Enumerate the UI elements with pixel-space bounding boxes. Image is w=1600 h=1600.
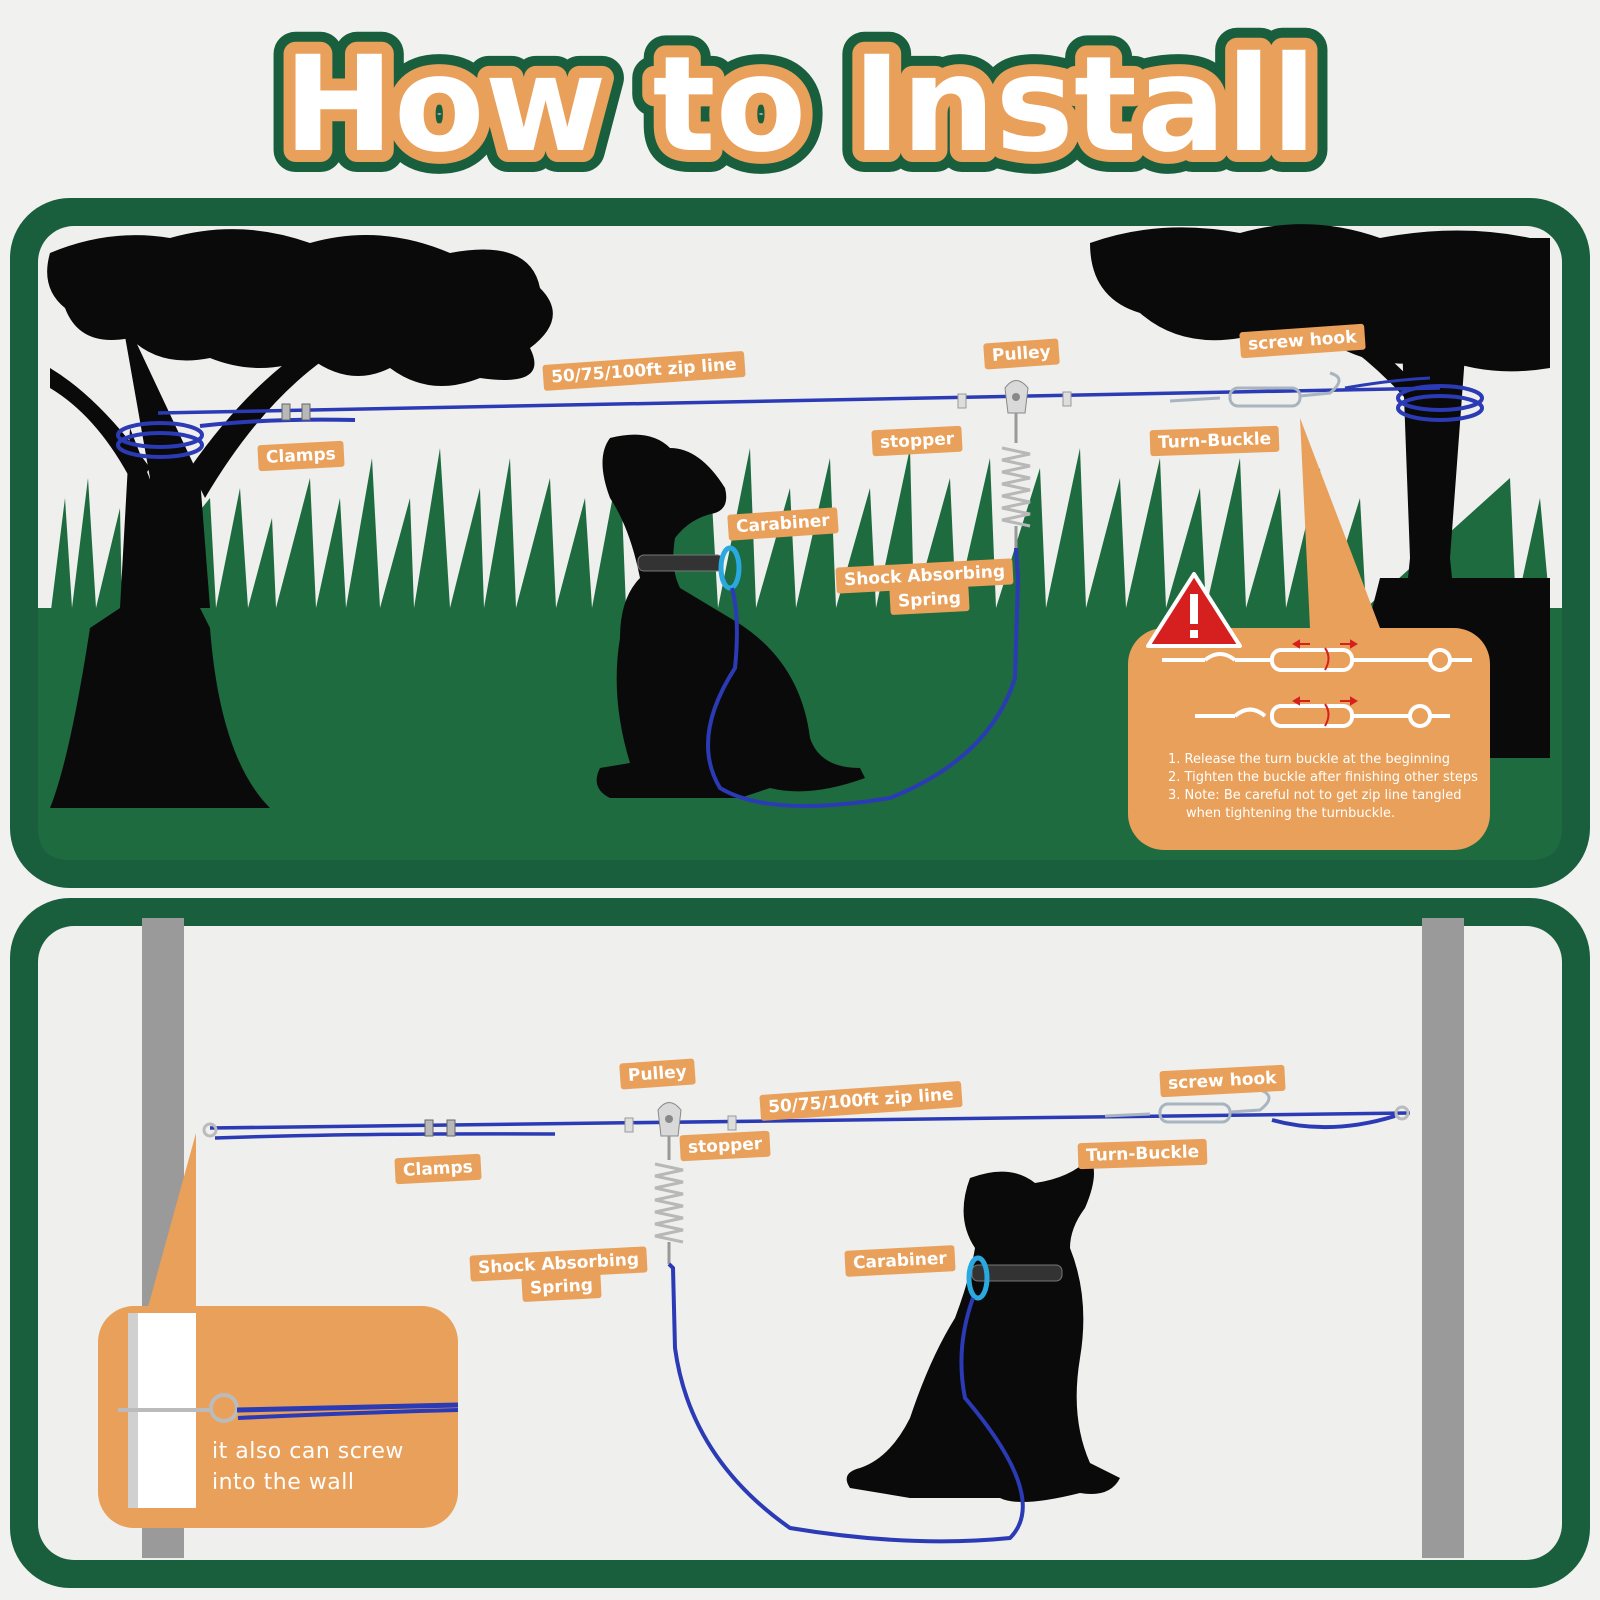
pulley-part (1004, 380, 1029, 414)
grass-blades (50, 448, 1550, 618)
wall-note-line1: it also can screw (212, 1439, 404, 1464)
right-post (1422, 918, 1464, 1558)
turn-buckle-part (1169, 371, 1484, 422)
warning-icon (1146, 572, 1242, 648)
tree-install-scene (38, 224, 1562, 860)
left-eye-hook (202, 1122, 218, 1138)
dog-leash (667, 1262, 1025, 1544)
stopper-left (957, 393, 967, 409)
label-turn-buckle: Turn-Buckle (1077, 1138, 1208, 1170)
dog-collar (637, 554, 724, 572)
shock-spring (1001, 413, 1031, 548)
callout-pointer (145, 1133, 196, 1318)
wall-install-panel: Pulley 50/75/100ft zip line screw hook C… (10, 898, 1590, 1588)
title-banner: How to Install How to Install How to Ins… (0, 10, 1600, 195)
note-line-4: when tightening the turnbuckle. (1186, 806, 1396, 821)
stopper-right (1062, 391, 1072, 407)
note-line-1: 1. Release the turn buckle at the beginn… (1168, 752, 1451, 767)
label-pulley: Pulley (619, 1058, 696, 1090)
label-shock-line2: Spring (521, 1271, 602, 1303)
dog-silhouette (596, 434, 865, 798)
page-title-outline: How to Install (283, 28, 1316, 182)
callout-pointer (1300, 418, 1380, 628)
turnbuckle-tighten-diagram (1195, 704, 1450, 728)
label-clamps: Clamps (394, 1153, 482, 1185)
carabiner-part (966, 1255, 990, 1301)
stopper-right (727, 1115, 737, 1131)
zip-line-wire (157, 386, 1441, 415)
shock-spring (654, 1136, 684, 1264)
label-clamps: Clamps (257, 440, 345, 472)
page-title-fill: How to Install (283, 28, 1316, 182)
carabiner-part (718, 545, 742, 591)
dog-leash (706, 547, 1021, 808)
clamps-part (281, 403, 311, 421)
zip-line-wire (209, 1111, 1411, 1130)
dog-collar (971, 1264, 1063, 1282)
wall-note-line2: into the wall (212, 1470, 355, 1495)
note-line-2: 2. Tighten the buckle after finishing ot… (1168, 770, 1478, 785)
turnbuckle-loosen-diagram (1162, 648, 1472, 672)
clamps-part (424, 1119, 456, 1137)
label-stopper: stopper (871, 425, 963, 457)
rotation-arrows-icon (1292, 639, 1358, 727)
pulley-part (657, 1102, 682, 1137)
wire-tail (214, 1132, 556, 1140)
label-turn-buckle: Turn-Buckle (1149, 425, 1280, 457)
note-line-3: 3. Note: Be careful not to get zip line … (1168, 788, 1462, 803)
page-title: How to Install (283, 28, 1316, 182)
turnbuckle-callout (1128, 628, 1490, 850)
label-pulley: Pulley (983, 338, 1060, 370)
stopper-left (624, 1117, 634, 1133)
left-tree-wrap (116, 417, 356, 459)
label-stopper: stopper (679, 1130, 771, 1162)
wall-screw-hook-icon (118, 1393, 459, 1423)
label-shock-line2: Spring (889, 584, 970, 616)
dog-silhouette (846, 1158, 1120, 1502)
tree-install-panel: 50/75/100ft zip line Pulley screw hook C… (10, 198, 1590, 888)
